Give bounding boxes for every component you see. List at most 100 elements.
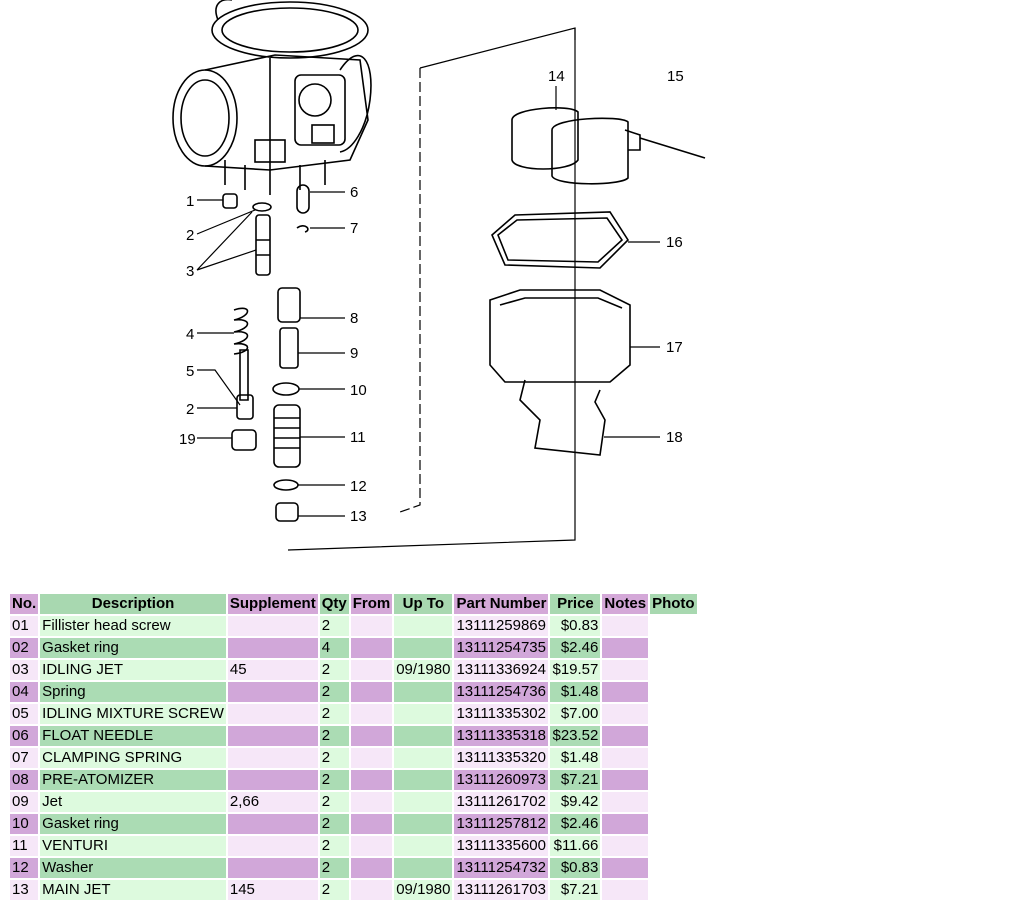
cell-qty: 2 <box>319 682 349 702</box>
cell-qty: 2 <box>319 616 349 636</box>
cell-supplement <box>227 770 318 790</box>
cell-notes <box>602 638 649 658</box>
callout-15: 15 <box>667 68 684 85</box>
cell-up-to: 09/1980 <box>394 880 453 900</box>
cell-price: $7.00 <box>550 704 601 724</box>
cell-part-number: 13111254735 <box>454 638 549 658</box>
cell-description: Spring <box>40 682 226 702</box>
cell-supplement <box>227 814 318 834</box>
header-supplement: Supplement <box>227 594 318 614</box>
cell-supplement <box>227 616 318 636</box>
cell-description: IDLING JET <box>40 660 226 680</box>
cell-notes <box>602 858 649 878</box>
cell-supplement: 45 <box>227 660 318 680</box>
cell-part-number: 13111261702 <box>454 792 549 812</box>
cell-supplement: 145 <box>227 880 318 900</box>
cell-qty: 2 <box>319 726 349 746</box>
callout-1: 1 <box>186 193 194 210</box>
cell-supplement: 2,66 <box>227 792 318 812</box>
cell-notes <box>602 748 649 768</box>
cell-qty: 2 <box>319 836 349 856</box>
cell-up-to <box>394 814 453 834</box>
cell-description: Jet <box>40 792 226 812</box>
cell-price: $11.66 <box>550 836 601 856</box>
cell-price: $7.21 <box>550 880 601 900</box>
cell-part-number: 13111336924 <box>454 660 549 680</box>
cell-qty: 2 <box>319 814 349 834</box>
cell-price: $9.42 <box>550 792 601 812</box>
cell-price: $1.48 <box>550 748 601 768</box>
cell-part-no: 09 <box>10 792 39 812</box>
cell-description: VENTURI <box>40 836 226 856</box>
cell-part-number: 13111335600 <box>454 836 549 856</box>
cell-description: PRE-ATOMIZER <box>40 770 226 790</box>
cell-description: Gasket ring <box>40 814 226 834</box>
header-photo: Photo <box>650 594 697 614</box>
cell-notes <box>602 792 649 812</box>
cell-part-no: 13 <box>10 880 39 900</box>
callout-8: 8 <box>350 310 358 327</box>
cell-from <box>350 836 393 856</box>
cell-up-to <box>394 770 453 790</box>
cell-notes <box>602 616 649 636</box>
cell-description: FLOAT NEEDLE <box>40 726 226 746</box>
cell-from <box>350 858 393 878</box>
callout-13: 13 <box>350 508 367 525</box>
cell-notes <box>602 704 649 724</box>
cell-part-number: 13111259869 <box>454 616 549 636</box>
cell-part-no: 10 <box>10 814 39 834</box>
cell-description: IDLING MIXTURE SCREW <box>40 704 226 724</box>
cell-up-to <box>394 704 453 724</box>
cell-supplement <box>227 638 318 658</box>
cell-part-number: 13111260973 <box>454 770 549 790</box>
cell-from <box>350 638 393 658</box>
callout-3: 3 <box>186 263 194 280</box>
cell-part-no: 05 <box>10 704 39 724</box>
cell-part-no: 01 <box>10 616 39 636</box>
cell-from <box>350 880 393 900</box>
parts-table: No. Description Supplement Qty From Up T… <box>8 592 699 902</box>
assembly-frame-lines <box>287 27 576 551</box>
float-bowl-drawing <box>489 107 706 456</box>
cell-qty: 2 <box>319 660 349 680</box>
cell-supplement <box>227 726 318 746</box>
cell-part-no: 03 <box>10 660 39 680</box>
cell-description: Fillister head screw <box>40 616 226 636</box>
cell-part-number: 13111335302 <box>454 704 549 724</box>
cell-notes <box>602 726 649 746</box>
leader-lines-right <box>555 86 660 438</box>
cell-notes <box>602 770 649 790</box>
cell-part-no: 08 <box>10 770 39 790</box>
cell-qty: 2 <box>319 748 349 768</box>
cell-notes <box>602 814 649 834</box>
cell-qty: 4 <box>319 638 349 658</box>
cell-part-number: 13111261703 <box>454 880 549 900</box>
header-from: From <box>350 594 393 614</box>
header-part-number: Part Number <box>454 594 549 614</box>
cell-up-to <box>394 748 453 768</box>
cell-price: $2.46 <box>550 814 601 834</box>
callout-7: 7 <box>350 220 358 237</box>
cell-qty: 2 <box>319 704 349 724</box>
cell-supplement <box>227 858 318 878</box>
callout-2: 2 <box>186 227 194 244</box>
cell-price: $2.46 <box>550 638 601 658</box>
carburetor-body-drawing <box>172 0 372 195</box>
cell-from <box>350 682 393 702</box>
cell-description: Washer <box>40 858 226 878</box>
cell-supplement <box>227 704 318 724</box>
cell-up-to: 09/1980 <box>394 660 453 680</box>
cell-part-number: 13111254732 <box>454 858 549 878</box>
header-no: No. <box>10 594 39 614</box>
cell-up-to <box>394 792 453 812</box>
cell-from <box>350 814 393 834</box>
cell-description: CLAMPING SPRING <box>40 748 226 768</box>
exploded-parts-diagram: 1 2 3 4 5 2 19 6 7 8 9 10 11 12 13 14 15… <box>172 0 706 551</box>
cell-price: $0.83 <box>550 858 601 878</box>
